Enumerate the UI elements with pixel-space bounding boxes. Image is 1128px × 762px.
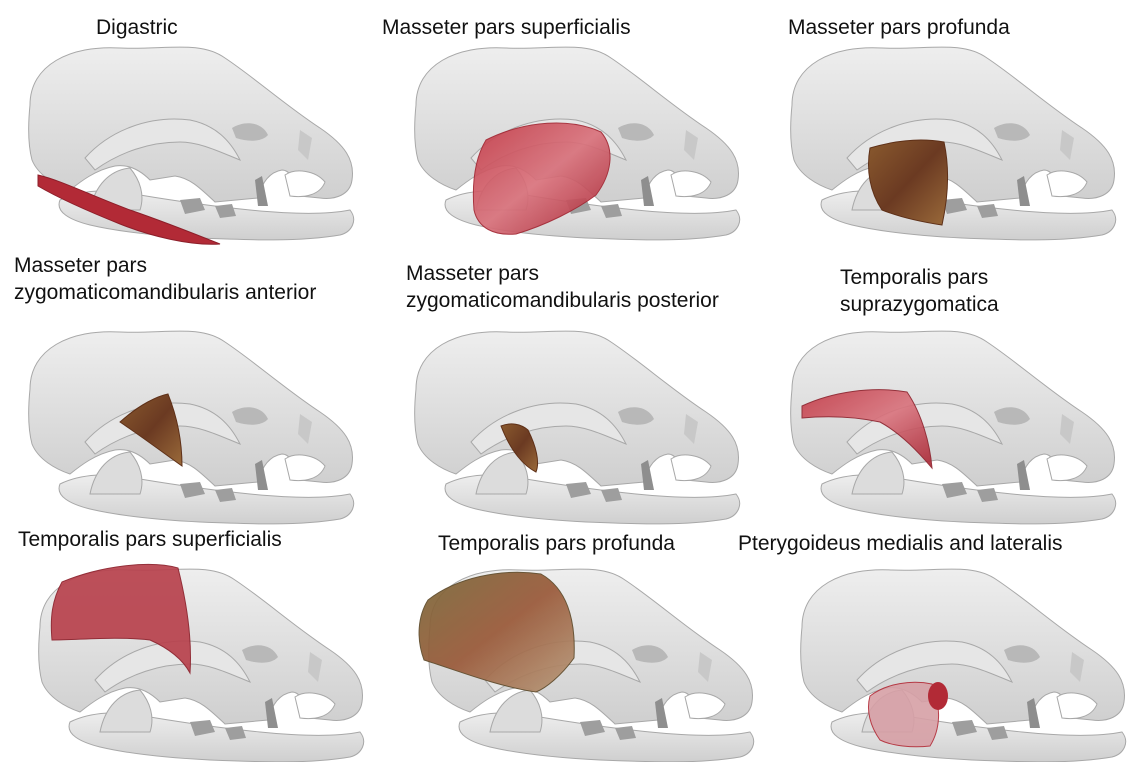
- skull-image: [752, 0, 1128, 254]
- panel-temporalis-superficialis: Temporalis pars superficialis: [0, 508, 376, 762]
- skull-image: [752, 254, 1128, 508]
- panel-zygomaticomandibularis-anterior: Masseter pars zygomaticomandibularis ant…: [0, 254, 376, 508]
- panel-pterygoideus: Pterygoideus medialis and lateralis: [752, 508, 1128, 762]
- panel-zygomaticomandibularis-posterior: Masseter pars zygomaticomandibularis pos…: [376, 254, 752, 508]
- panel-masseter-profunda: Masseter pars profunda: [752, 0, 1128, 254]
- skull-image: [0, 0, 376, 254]
- skull-image: [752, 508, 1128, 762]
- panel-temporalis-suprazygomatica: Temporalis pars suprazygomatica: [752, 254, 1128, 508]
- skull-image: [376, 508, 752, 762]
- panel-temporalis-profunda: Temporalis pars profunda: [376, 508, 752, 762]
- muscle-pterygoideus: [868, 682, 938, 746]
- skull-image: [376, 254, 752, 508]
- skull-image: [0, 254, 376, 508]
- skull-image: [376, 0, 752, 254]
- panel-masseter-superficialis: Masseter pars superficialis: [376, 0, 752, 254]
- muscle-pterygoideus-head: [928, 682, 948, 710]
- skull-image: [0, 508, 376, 762]
- panel-digastric: Digastric: [0, 0, 376, 254]
